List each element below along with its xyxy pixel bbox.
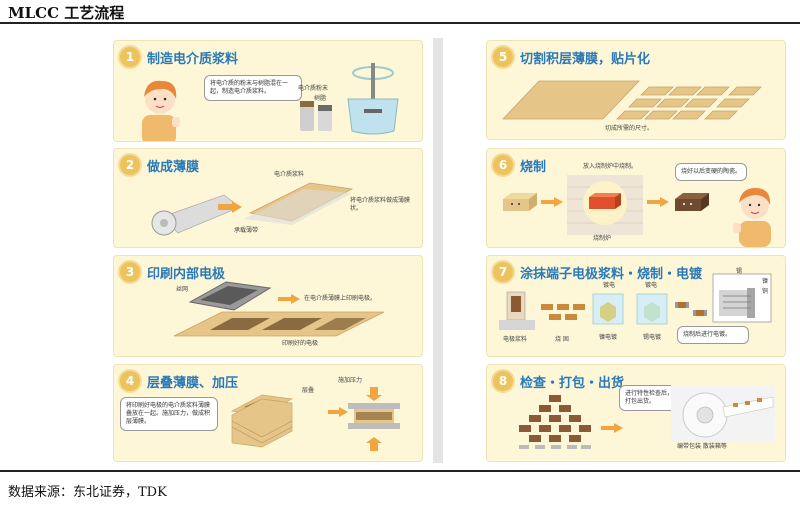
print-label: 在电介质薄膜上印刷电极。 (304, 295, 377, 302)
step-5-header: 5 切割积层薄膜，贴片化 (493, 47, 650, 67)
column-divider (433, 38, 443, 463)
tape-reel-illustration (671, 385, 775, 441)
step-5-card: 5 切割积层薄膜，贴片化 切成所需的尺寸。 (486, 40, 786, 140)
furnace-illustration (567, 175, 643, 235)
step-number: 7 (493, 262, 513, 282)
side1-label: 锡 (736, 268, 743, 275)
plate1-label: 镀电 (603, 282, 616, 289)
green-chip-illustration (503, 193, 537, 211)
powder-label: 电介质粉末 (298, 85, 329, 92)
page-title: MLCC 工艺流程 (8, 4, 125, 22)
step-6-bubble: 烧好以后变硬的陶瓷。 (675, 163, 747, 181)
furnace-label: 烧制炉 (593, 235, 612, 242)
step-2-card: 2 做成薄膜 电介质浆料 承载薄带 将电介质浆料做成薄膜状。 (113, 148, 423, 248)
arrow-icon (278, 294, 300, 304)
fired-chip-illustration (675, 193, 709, 211)
plated-chips-illustration (675, 302, 707, 316)
step-7-card: 7 涂抹端子电极浆料・烧制・电镀 电极浆料 烧 固 镀电 镍电镀 镀电 锡电镀 … (486, 255, 786, 357)
step-6-header: 6 烧制 (493, 155, 546, 175)
step-title: 制造电介质浆料 (147, 51, 239, 67)
tin-bath-illustration (636, 293, 668, 325)
step-4-card: 4 层叠薄膜、加压 将印刷好电极的电介质浆料薄膜叠放在一起。施加压力，做成积层薄… (113, 364, 423, 462)
arrow-icon (328, 407, 348, 417)
nickel-bath-illustration (592, 293, 624, 325)
step-1-card: 1 制造电介质浆料 将电介质的粉末与树脂混在一起，制造电介质浆料。 电介质粉末 … (113, 40, 423, 142)
step-number: 3 (120, 262, 140, 282)
step-7-bubble: 烧制后进行电镀。 (677, 326, 749, 344)
carrier-label: 承载薄带 (234, 227, 259, 234)
step-6-card: 6 烧制 放入烧制炉中烧制。 烧制炉 烧好以后变硬的陶瓷。 (486, 148, 786, 248)
pressure-label: 施加压力 (338, 377, 363, 384)
step-number: 8 (493, 371, 513, 391)
step-title: 涂抹端子电极浆料・烧制・电镀 (520, 266, 703, 282)
side2-label: 镍 (762, 278, 769, 285)
stacked-sheets-illustration (230, 394, 294, 448)
film-sheet-illustration (244, 182, 354, 225)
chip-pyramid-illustration (519, 395, 591, 449)
jars-illustration (300, 101, 332, 131)
paste-label: 电极浆料 (503, 336, 528, 343)
person-illustration (733, 187, 771, 247)
step-4-bubble: 将印刷好电极的电介质浆料薄膜叠放在一起。施加压力，做成积层薄膜。 (120, 397, 218, 431)
printed-sheet-illustration (173, 311, 385, 337)
pack-label: 编带包装 散装箱等 (677, 443, 727, 450)
step-3-header: 3 印刷内部电极 (120, 262, 225, 282)
step-8-card: 8 检查・打包・出货 进行特性检查后，打包出货。 编带包装 散装箱等 (486, 364, 786, 462)
step-title: 印刷内部电极 (147, 266, 226, 282)
step-title: 层叠薄膜、加压 (147, 375, 239, 391)
slurry-label: 电介质浆料 (274, 171, 305, 178)
cross-section-illustration (712, 273, 772, 323)
stack-label: 层叠 (302, 387, 315, 394)
person-illustration (142, 80, 180, 141)
arrow-icon (218, 201, 242, 213)
step-7-header: 7 涂抹端子电极浆料・烧制・电镀 (493, 262, 702, 282)
side3-label: 铜 (762, 288, 769, 295)
step-3-card: 3 印刷内部电极 丝网 在电介质薄膜上印刷电极。 印刷好的电极 (113, 255, 423, 357)
step-number: 2 (120, 155, 140, 175)
ni-label: 镍电镀 (599, 334, 618, 341)
carrier-roll-illustration (151, 194, 241, 236)
step-title: 烧制 (520, 159, 547, 175)
mixer-illustration (347, 63, 399, 135)
screen-illustration (188, 281, 272, 311)
screen-label: 丝网 (176, 286, 189, 293)
step-number: 1 (120, 47, 140, 67)
step-8-bubble: 进行特性检查后，打包出货。 (619, 385, 681, 411)
arrow-icon (541, 197, 563, 207)
arrow-icon (601, 423, 623, 433)
step-title: 检查・打包・出货 (520, 375, 625, 391)
step-number: 6 (493, 155, 513, 175)
chip-row-illustration (541, 304, 585, 320)
sn-label: 锡电镀 (643, 334, 662, 341)
cut-block-illustration (502, 80, 762, 120)
furnace-in-label: 放入烧制炉中烧制。 (583, 163, 638, 170)
step-1-header: 1 制造电介质浆料 (120, 47, 238, 67)
step-number: 4 (120, 371, 140, 391)
plate2-label: 镀电 (645, 282, 658, 289)
printed-electrode-label: 印刷好的电极 (282, 340, 319, 347)
bottom-rule (0, 470, 800, 472)
step-number: 5 (493, 47, 513, 67)
step-4-header: 4 层叠薄膜、加压 (120, 371, 238, 391)
top-rule (0, 22, 800, 24)
resin-label: 树脂 (314, 95, 327, 102)
fire-label: 烧 固 (555, 336, 569, 343)
step-title: 做成薄膜 (147, 159, 200, 175)
press-illustration (348, 387, 400, 451)
step-8-header: 8 检查・打包・出货 (493, 371, 624, 391)
paste-bath-illustration (499, 291, 535, 330)
step-title: 切割积层薄膜，贴片化 (520, 51, 651, 67)
film-note: 将电介质浆料做成薄膜状。 (350, 197, 411, 212)
source-note: 数据来源：东北证券，TDK (8, 485, 167, 500)
arrow-icon (647, 197, 669, 207)
step-2-header: 2 做成薄膜 (120, 155, 199, 175)
cut-label: 切成所需的尺寸。 (605, 125, 654, 132)
step-1-bubble: 将电介质的粉末与树脂混在一起，制造电介质浆料。 (204, 75, 302, 101)
